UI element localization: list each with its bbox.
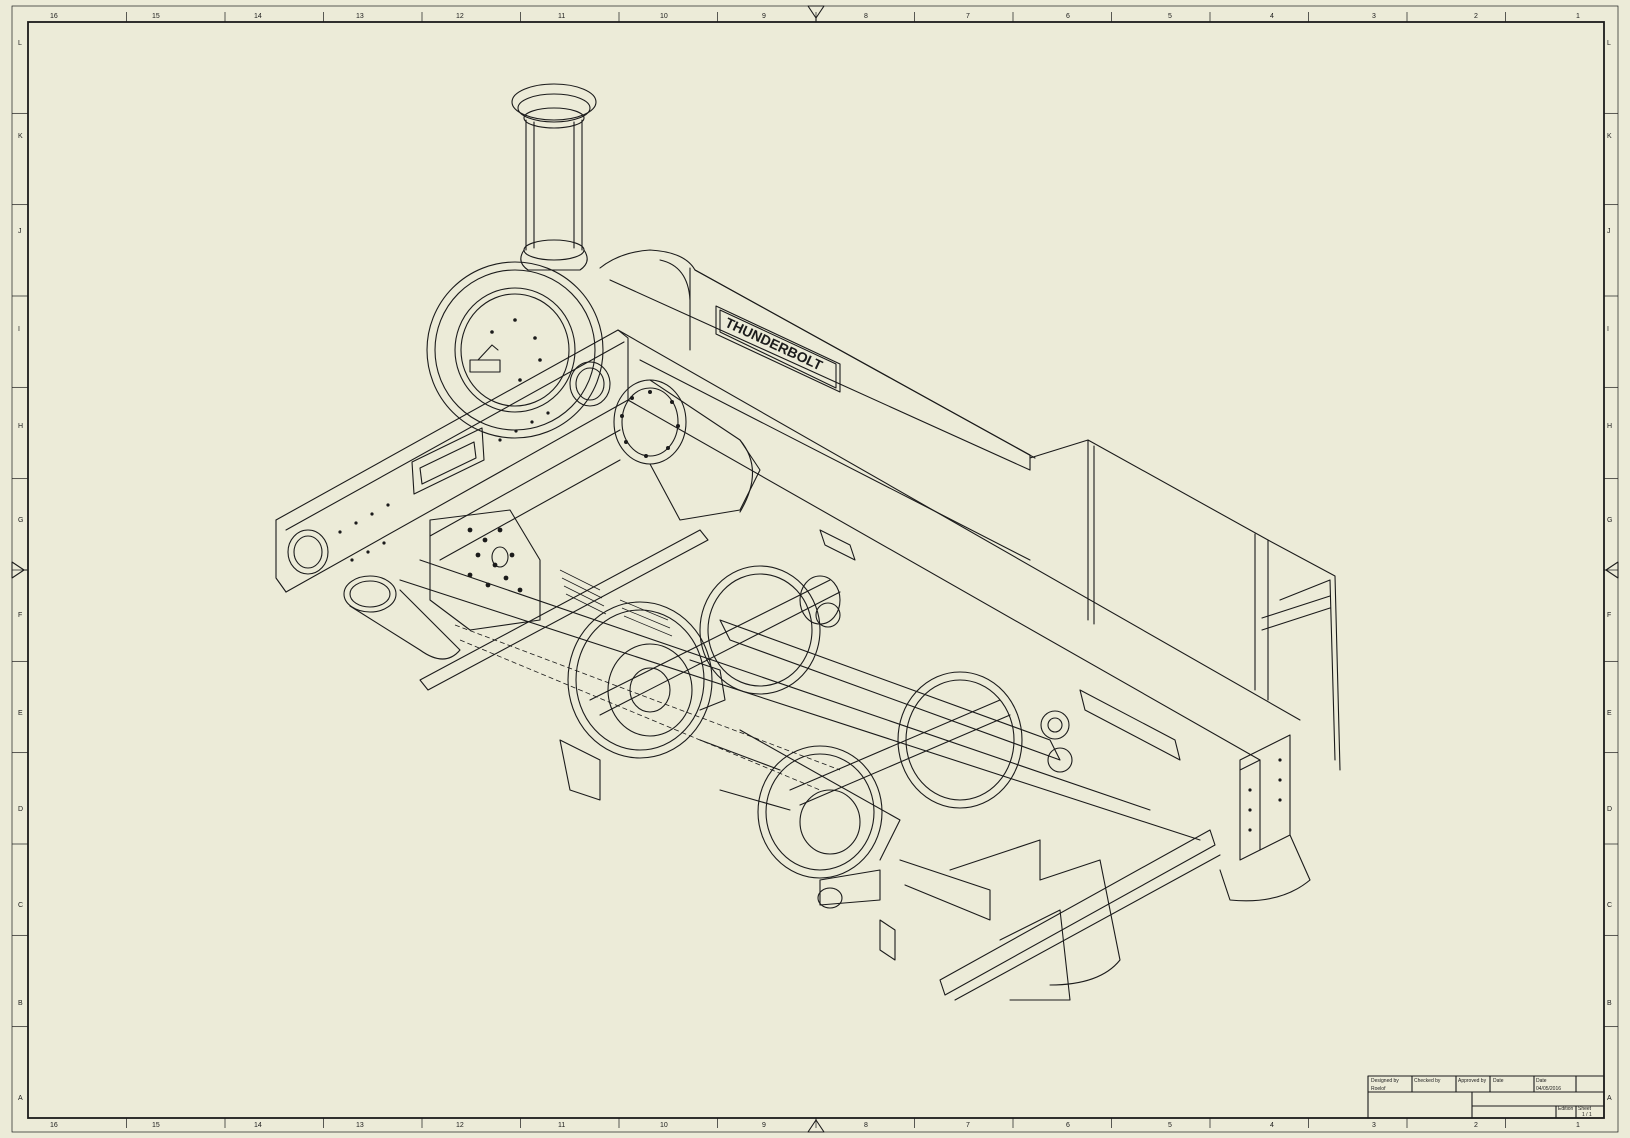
zone-row-label: E: [1607, 710, 1612, 717]
center-arrow-top-icon: [807, 5, 825, 23]
zone-col-label: 4: [1270, 13, 1274, 20]
coal-bunker: [1029, 439, 1341, 771]
zone-col-label: 6: [1066, 1122, 1070, 1129]
zone-col-label: 16: [50, 13, 58, 20]
front-buffer-beam: [275, 329, 629, 593]
zone-col-label: 8: [864, 13, 868, 20]
edition-label: Edition: [1558, 1106, 1574, 1112]
zone-col-label: 13: [356, 1122, 364, 1129]
date-label: Date: [1493, 1078, 1504, 1084]
zone-row-label: D: [1607, 806, 1612, 813]
zone-col-label: 14: [254, 13, 262, 20]
date-value: 04/05/2016: [1536, 1086, 1561, 1092]
zone-col-label: 9: [762, 1122, 766, 1129]
tube-plate: [429, 509, 673, 637]
zone-col-label: 12: [456, 1122, 464, 1129]
zone-col-label: 1: [1576, 1122, 1580, 1129]
center-arrow-bottom-icon: [807, 1117, 825, 1133]
boiler-tank: [599, 249, 1036, 561]
zone-col-label: 6: [1066, 13, 1070, 20]
zone-col-label: 11: [558, 13, 565, 20]
zone-col-label: 10: [660, 13, 668, 20]
zone-row-label: A: [18, 1095, 23, 1102]
rear-buffer-beam: [1219, 734, 1311, 902]
smokebox: [426, 261, 604, 439]
zone-row-label: H: [18, 423, 23, 430]
title-block: Designed by Roelof Checked by Approved b…: [1367, 1075, 1605, 1119]
sheet-label: Sheet: [1578, 1106, 1592, 1112]
zone-col-label: 3: [1372, 13, 1376, 20]
zone-labels-right: L K J I H G F E D C B A: [1607, 40, 1612, 1102]
zone-col-label: 1: [1576, 13, 1580, 20]
main-frames: [399, 329, 1301, 841]
zone-row-label: L: [1607, 40, 1611, 47]
nameplate: THUNDERBOLT: [715, 305, 841, 393]
zone-col-label: 5: [1168, 13, 1172, 20]
zone-col-label: 16: [50, 1122, 58, 1129]
zone-col-label: 13: [356, 13, 364, 20]
zone-col-label: 8: [864, 1122, 868, 1129]
zone-col-label: 9: [762, 13, 766, 20]
zone-row-label: G: [18, 517, 23, 524]
wheelset-middle: [739, 729, 901, 879]
designed-by-value: Roelof: [1371, 1086, 1386, 1092]
zone-row-label: C: [1607, 902, 1612, 909]
zone-row-label: I: [1607, 326, 1609, 333]
zone-col-label: 4: [1270, 1122, 1274, 1129]
zone-labels-top: 16 15 14 13 12 11 10 9 8 7 6 5 4 3 2 1: [50, 13, 1580, 20]
zone-row-label: D: [18, 806, 23, 813]
centering-arrows: [11, 5, 1619, 1133]
zone-row-label: G: [1607, 517, 1612, 524]
checked-by-label: Checked by: [1414, 1078, 1441, 1084]
designed-by-label: Designed by: [1371, 1078, 1399, 1084]
zone-row-label: B: [1607, 1000, 1612, 1007]
approved-by-label: Approved by: [1458, 1078, 1487, 1084]
zone-col-label: 5: [1168, 1122, 1172, 1129]
zone-col-label: 3: [1372, 1122, 1376, 1129]
sheet-frame: [11, 5, 1619, 1133]
zone-col-label: 12: [456, 13, 464, 20]
center-arrow-left-icon: [11, 561, 29, 579]
zone-row-label: C: [18, 902, 23, 909]
zone-col-label: 7: [966, 1122, 970, 1129]
zone-col-label: 14: [254, 1122, 262, 1129]
center-arrow-right-icon: [1603, 561, 1619, 579]
zone-row-label: K: [18, 133, 23, 140]
zone-row-label: K: [1607, 133, 1612, 140]
zone-row-label: A: [1607, 1095, 1612, 1102]
zone-row-label: L: [18, 40, 22, 47]
wheelset-leading: [567, 601, 726, 759]
zone-col-label: 2: [1474, 13, 1478, 20]
date-col-label: Date: [1536, 1078, 1547, 1084]
zone-col-label: 15: [152, 1122, 160, 1129]
zone-row-label: E: [18, 710, 23, 717]
locomotive-isometric-view: THUNDERBOLT: [275, 83, 1341, 1001]
zone-col-label: 2: [1474, 1122, 1478, 1129]
zone-col-label: 11: [558, 1122, 565, 1129]
zone-ticks: [12, 12, 1618, 1128]
zone-labels-left: L K J I H G F E D C B A: [18, 40, 23, 1102]
zone-col-label: 10: [660, 1122, 668, 1129]
zone-col-label: 15: [152, 13, 160, 20]
coupling-rods: [419, 529, 1073, 806]
sheet-value: 1 / 1: [1582, 1112, 1592, 1118]
underside-details: [559, 739, 991, 961]
zone-row-label: F: [1607, 612, 1611, 619]
zone-row-label: J: [1607, 228, 1611, 235]
chimney: [511, 83, 597, 271]
zone-row-label: F: [18, 612, 22, 619]
zone-row-label: I: [18, 326, 20, 333]
zone-row-label: J: [18, 228, 22, 235]
rear-drawgear: [939, 689, 1221, 1001]
zone-col-label: 7: [966, 13, 970, 20]
cylinders: [343, 379, 761, 660]
wheelset-rear: [699, 565, 1023, 809]
zone-row-label: H: [1607, 423, 1612, 430]
zone-row-label: B: [18, 1000, 23, 1007]
zone-labels-bottom: 16 15 14 13 12 11 10 9 8 7 6 5 4 3 2 1: [50, 1122, 1580, 1129]
